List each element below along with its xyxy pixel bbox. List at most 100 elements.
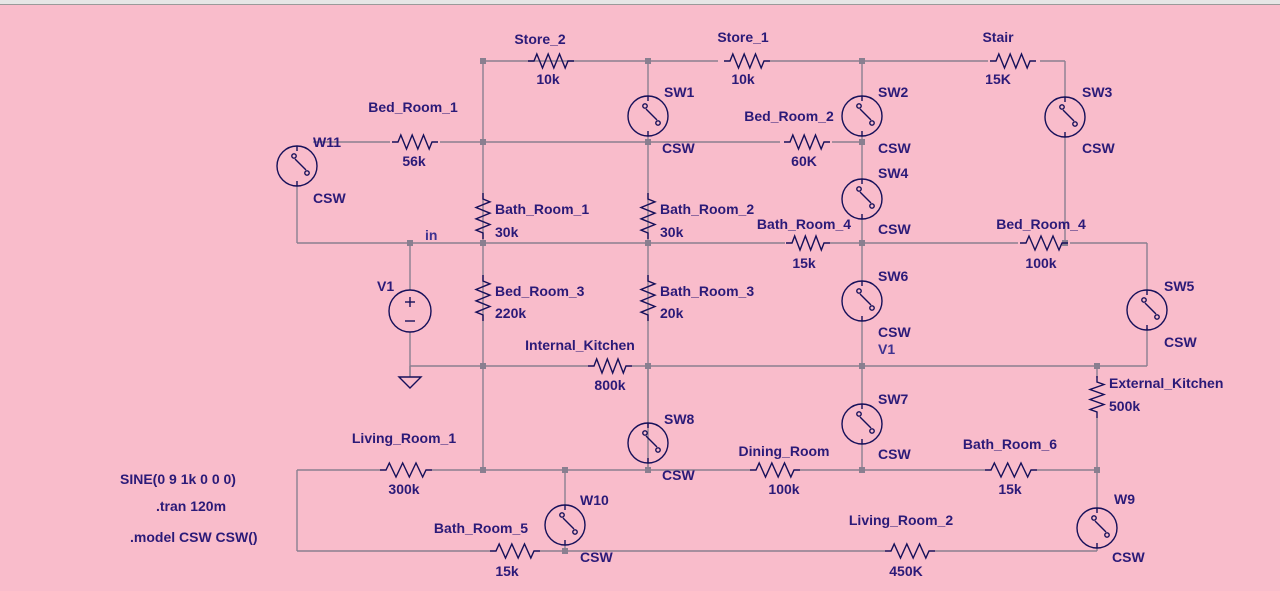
switch-model-w10: CSW xyxy=(580,549,613,565)
resistor-value-bath-room-4: 15k xyxy=(792,255,816,271)
resistor-name-dining-room: Dining_Room xyxy=(739,443,830,459)
resistor-name-bed-room-4: Bed_Room_4 xyxy=(996,216,1086,232)
resistor-name-bath-room-5: Bath_Room_5 xyxy=(434,520,528,536)
switch-name-sw7: SW7 xyxy=(878,391,909,407)
resistor-stair[interactable] xyxy=(990,52,1036,70)
resistor-dining-room[interactable] xyxy=(750,461,800,479)
net-label-v1: V1 xyxy=(878,341,895,357)
resistor-name-bath-room-2: Bath_Room_2 xyxy=(660,201,754,217)
source-value-sine: SINE(0 9 1k 0 0 0) xyxy=(120,471,236,487)
labels: Store_2 10k Store_1 10k Stair 15K Bed_Room_1 56… xyxy=(120,29,1223,579)
switch-name-sw6: SW6 xyxy=(878,268,909,284)
resistor-value-living-room-2: 450K xyxy=(889,563,922,579)
resistor-name-store-2: Store_2 xyxy=(514,31,566,47)
switch-name-w10: W10 xyxy=(580,492,609,508)
voltage-source-v1[interactable] xyxy=(388,289,432,333)
resistor-name-bath-room-4: Bath_Room_4 xyxy=(757,216,851,232)
resistor-value-bath-room-3: 20k xyxy=(660,305,684,321)
resistor-value-store-1: 10k xyxy=(731,71,755,87)
resistor-name-external-kitchen: External_Kitchen xyxy=(1109,375,1223,391)
resistor-value-bath-room-5: 15k xyxy=(495,563,519,579)
resistor-value-stair: 15K xyxy=(985,71,1011,87)
resistor-name-internal-kitchen: Internal_Kitchen xyxy=(525,337,635,353)
resistor-value-living-room-1: 300k xyxy=(388,481,419,497)
resistor-bath-room-5[interactable] xyxy=(490,542,540,560)
switch-name-sw4: SW4 xyxy=(878,165,909,181)
switch-sw2[interactable] xyxy=(841,95,883,137)
resistor-value-bath-room-6: 15k xyxy=(998,481,1022,497)
switch-name-sw1: SW1 xyxy=(664,84,695,100)
resistor-value-bed-room-1: 56k xyxy=(402,153,426,169)
resistor-living-room-1[interactable] xyxy=(380,461,432,479)
resistor-value-bed-room-4: 100k xyxy=(1025,255,1056,271)
switch-w11[interactable] xyxy=(276,145,318,187)
resistor-living-room-2[interactable] xyxy=(885,542,935,560)
switch-w10[interactable] xyxy=(544,504,586,546)
switch-model-w9: CSW xyxy=(1112,549,1145,565)
switch-name-sw5: SW5 xyxy=(1164,278,1195,294)
switch-model-sw6: CSW xyxy=(878,324,911,340)
switch-model-sw7: CSW xyxy=(878,446,911,462)
resistor-name-bath-room-1: Bath_Room_1 xyxy=(495,201,589,217)
resistor-name-store-1: Store_1 xyxy=(717,29,769,45)
resistor-name-bed-room-2: Bed_Room_2 xyxy=(744,108,834,124)
resistor-name-bed-room-3: Bed_Room_3 xyxy=(495,283,585,299)
resistor-bath-room-2[interactable] xyxy=(639,193,657,239)
switch-name-sw8: SW8 xyxy=(664,411,695,427)
net-label-in: in xyxy=(425,227,437,243)
directive-tran: .tran 120m xyxy=(156,498,226,514)
wires xyxy=(296,60,1148,552)
switch-name-w11: W11 xyxy=(313,134,341,150)
switch-model-sw3: CSW xyxy=(1082,140,1115,156)
resistor-value-bed-room-3: 220k xyxy=(495,305,526,321)
directive-model: .model CSW CSW() xyxy=(130,529,258,545)
resistor-name-living-room-1: Living_Room_1 xyxy=(352,430,456,446)
source-name-v1: V1 xyxy=(377,278,394,294)
switch-sw8[interactable] xyxy=(627,422,669,464)
switch-sw1[interactable] xyxy=(627,95,669,137)
resistor-external-kitchen[interactable] xyxy=(1087,376,1107,418)
resistor-name-bath-room-6: Bath_Room_6 xyxy=(963,436,1057,452)
switch-model-sw1: CSW xyxy=(662,140,695,156)
ground-symbol xyxy=(397,366,423,389)
resistor-name-living-room-2: Living_Room_2 xyxy=(849,512,953,528)
switch-model-sw8: CSW xyxy=(662,467,695,483)
resistor-bath-room-1[interactable] xyxy=(474,193,492,239)
resistor-value-store-2: 10k xyxy=(536,71,560,87)
resistor-value-bath-room-1: 30k xyxy=(495,224,519,240)
switch-sw4[interactable] xyxy=(841,178,883,220)
switch-name-sw3: SW3 xyxy=(1082,84,1113,100)
resistor-value-dining-room: 100k xyxy=(768,481,799,497)
resistor-store-2[interactable] xyxy=(528,52,574,70)
resistor-name-bath-room-3: Bath_Room_3 xyxy=(660,283,754,299)
switch-model-sw4: CSW xyxy=(878,221,911,237)
resistor-bath-room-6[interactable] xyxy=(985,461,1037,479)
switch-model-sw2: CSW xyxy=(878,140,911,156)
switch-model-sw5: CSW xyxy=(1164,334,1197,350)
resistor-bed-room-3[interactable] xyxy=(474,275,492,321)
resistor-bath-room-3[interactable] xyxy=(639,275,657,321)
resistor-name-bed-room-1: Bed_Room_1 xyxy=(368,99,458,115)
resistor-value-bath-room-2: 30k xyxy=(660,224,684,240)
switch-model-w11: CSW xyxy=(313,190,346,206)
resistor-value-internal-kitchen: 800k xyxy=(594,377,625,393)
resistor-value-bed-room-2: 60K xyxy=(791,153,817,169)
resistor-bed-room-4[interactable] xyxy=(1020,234,1068,252)
switch-w9[interactable] xyxy=(1076,507,1118,549)
switch-name-sw2: SW2 xyxy=(878,84,909,100)
junction-dots xyxy=(407,58,1100,554)
switch-sw6[interactable] xyxy=(841,280,883,322)
resistor-store-1[interactable] xyxy=(724,52,770,70)
components xyxy=(276,52,1168,560)
resistor-internal-kitchen[interactable] xyxy=(588,357,632,375)
switch-sw3[interactable] xyxy=(1044,96,1086,138)
resistor-bath-room-4[interactable] xyxy=(786,234,830,252)
switch-sw7[interactable] xyxy=(841,403,883,445)
switch-sw5[interactable] xyxy=(1126,289,1168,331)
window-top-border xyxy=(0,0,1280,5)
resistor-name-stair: Stair xyxy=(982,29,1014,45)
resistor-bed-room-1[interactable] xyxy=(392,133,438,151)
resistor-value-external-kitchen: 500k xyxy=(1109,398,1140,414)
resistor-bed-room-2[interactable] xyxy=(784,133,830,151)
